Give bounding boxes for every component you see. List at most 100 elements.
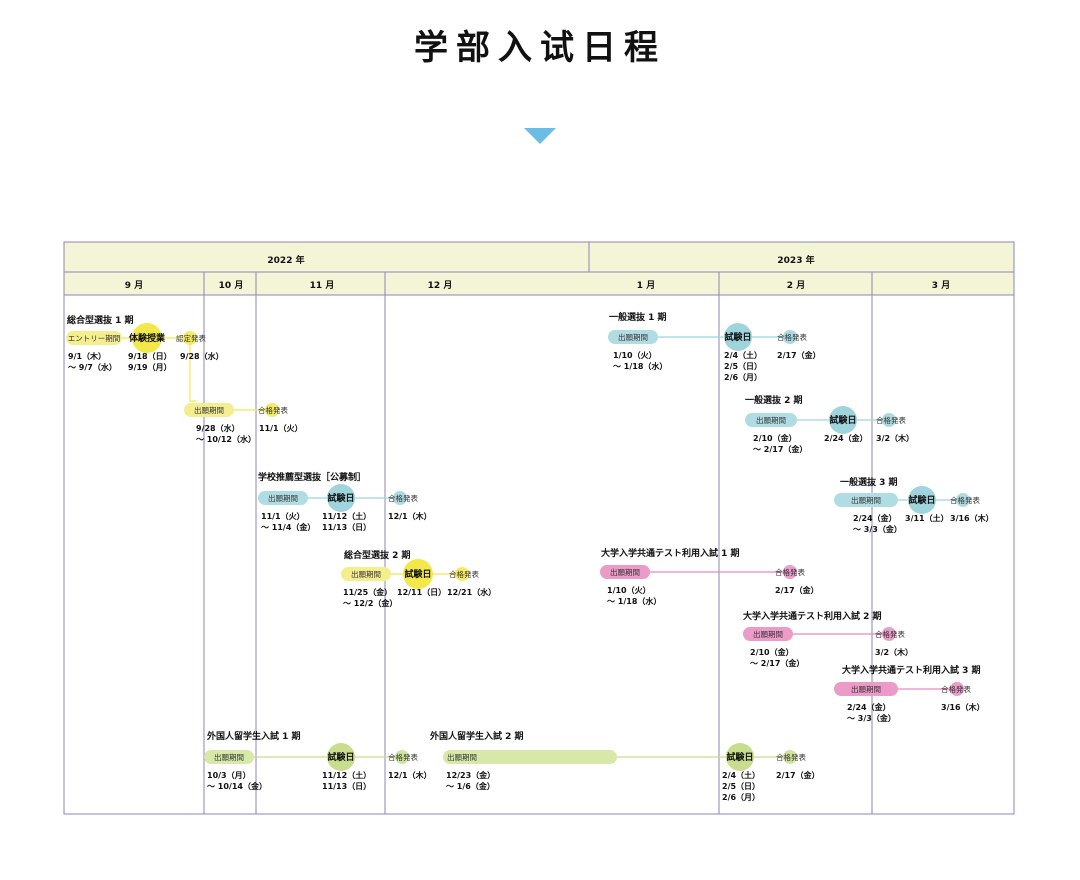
track-title: 外国人留学生入試 1 期 — [206, 730, 301, 742]
date-text: 2/6（月） — [722, 792, 760, 802]
result-label: 合格発表 — [941, 684, 971, 694]
period-label: 出願期間 — [194, 405, 224, 415]
result-label: 合格発表 — [449, 569, 479, 579]
date-text: 2/17（金） — [777, 350, 821, 360]
date-text: 12/11（日） — [397, 587, 446, 597]
exam-label: 試験日 — [908, 494, 935, 506]
date-text: 2/24（金） — [824, 433, 868, 443]
date-text: 2/5（日） — [722, 781, 760, 791]
exam-circle — [829, 406, 857, 434]
result-dot — [395, 750, 409, 764]
period-label: 出願期間 — [618, 332, 648, 342]
track-title: 一般選抜 2 期 — [745, 394, 803, 406]
page-title: 学部入试日程 — [414, 28, 666, 68]
date-text: 3/16（木） — [950, 513, 994, 523]
date-text: ～ 1/6（金） — [446, 781, 495, 791]
result-dot — [183, 331, 197, 345]
exam-circle — [726, 743, 754, 771]
result-dot — [783, 750, 797, 764]
result-label: 合格発表 — [776, 752, 806, 762]
result-label: 合格発表 — [876, 415, 906, 425]
exam-label: 試験日 — [724, 331, 751, 343]
period-pill — [443, 750, 617, 764]
date-text: 9/19（月） — [128, 362, 172, 372]
date-text: 2/10（金） — [750, 647, 794, 657]
track-title: 外国人留学生入試 2 期 — [429, 730, 524, 742]
date-text: 2/17（金） — [775, 585, 819, 595]
result-label: 合格発表 — [388, 752, 418, 762]
period-pill — [341, 567, 391, 581]
date-text: 2/10（金） — [753, 433, 797, 443]
result-label: 合格発表 — [388, 493, 418, 503]
track-title: 大学入学共通テスト利用入試 3 期 — [842, 664, 981, 676]
date-text: ～ 1/18（水） — [607, 596, 661, 606]
date-text: ～ 11/4（金） — [261, 522, 315, 532]
down-arrow-icon — [524, 128, 556, 144]
date-text: 2/4（土） — [722, 770, 760, 780]
period-pill — [204, 750, 254, 764]
exam-circle — [132, 323, 162, 353]
date-text: 2/6（月） — [724, 372, 762, 382]
date-text: 12/1（木） — [388, 511, 432, 521]
track-title: 学校推薦型選抜［公募制］ — [258, 471, 366, 483]
result-label: 合格発表 — [875, 629, 905, 639]
period-label: 出願期間 — [214, 752, 244, 762]
period-label: エントリー期間 — [68, 334, 121, 343]
period-label: 出願期間 — [753, 629, 783, 639]
period-pill — [66, 331, 122, 345]
result-dot — [455, 567, 469, 581]
period-pill — [258, 491, 308, 505]
date-text: ～ 3/3（金） — [853, 524, 902, 534]
header-band — [64, 242, 1014, 295]
period-label: 出願期間 — [268, 493, 298, 503]
date-text: 11/13（日） — [322, 522, 371, 532]
period-pill — [608, 330, 658, 344]
track-title: 大学入学共通テスト利用入試 2 期 — [743, 610, 882, 622]
date-text: 11/1（火） — [259, 423, 303, 433]
month-label: 2 月 — [787, 280, 805, 291]
exam-label: 試験日 — [726, 751, 753, 763]
date-text: 9/28（水） — [196, 423, 240, 433]
date-text: 11/13（日） — [322, 781, 371, 791]
date-text: ～ 10/12（水） — [196, 434, 256, 444]
result-dot — [882, 413, 896, 427]
period-label: 出願期間 — [351, 569, 381, 579]
date-text: ～ 3/3（金） — [847, 713, 896, 723]
result-dot — [950, 682, 964, 696]
date-text: 2/24（金） — [853, 513, 897, 523]
date-text: ～ 12/2（金） — [343, 598, 397, 608]
result-label: 合格発表 — [950, 495, 980, 505]
result-dot — [882, 627, 896, 641]
period-pill — [834, 682, 898, 696]
result-dot — [783, 565, 797, 579]
date-text: 12/1（木） — [388, 770, 432, 780]
year-label: 2023 年 — [777, 254, 814, 266]
date-text: 9/18（日） — [128, 351, 172, 361]
date-text: 12/23（金） — [446, 770, 495, 780]
date-text: 11/12（土） — [322, 770, 371, 780]
date-text: ～ 10/14（金） — [207, 781, 267, 791]
period-label: 出願期間 — [610, 567, 640, 577]
date-text: ～ 2/17（金） — [753, 444, 807, 454]
track-title: 総合型選抜 1 期 — [67, 314, 134, 326]
result-dot — [393, 491, 407, 505]
exam-circle — [403, 559, 433, 589]
result-label: 合格発表 — [775, 567, 805, 577]
month-label: 3 月 — [932, 280, 950, 291]
date-text: 2/5（日） — [724, 361, 762, 371]
period-label: 出願期間 — [851, 495, 881, 505]
date-text: 10/3（月） — [207, 770, 251, 780]
date-text: 1/10（火） — [613, 350, 657, 360]
date-text: 2/17（金） — [776, 770, 820, 780]
month-label: 1 月 — [637, 280, 655, 291]
exam-label: 体験授業 — [129, 332, 166, 344]
date-text: 11/1（火） — [261, 511, 305, 521]
month-label: 11 月 — [310, 280, 335, 291]
exam-circle — [327, 484, 355, 512]
period-label: 出願期間 — [756, 415, 786, 425]
date-text: 3/16（木） — [941, 702, 985, 712]
date-text: 1/10（火） — [607, 585, 651, 595]
period-label: 出願期間 — [447, 752, 477, 762]
date-text: 2/4（土） — [724, 350, 762, 360]
